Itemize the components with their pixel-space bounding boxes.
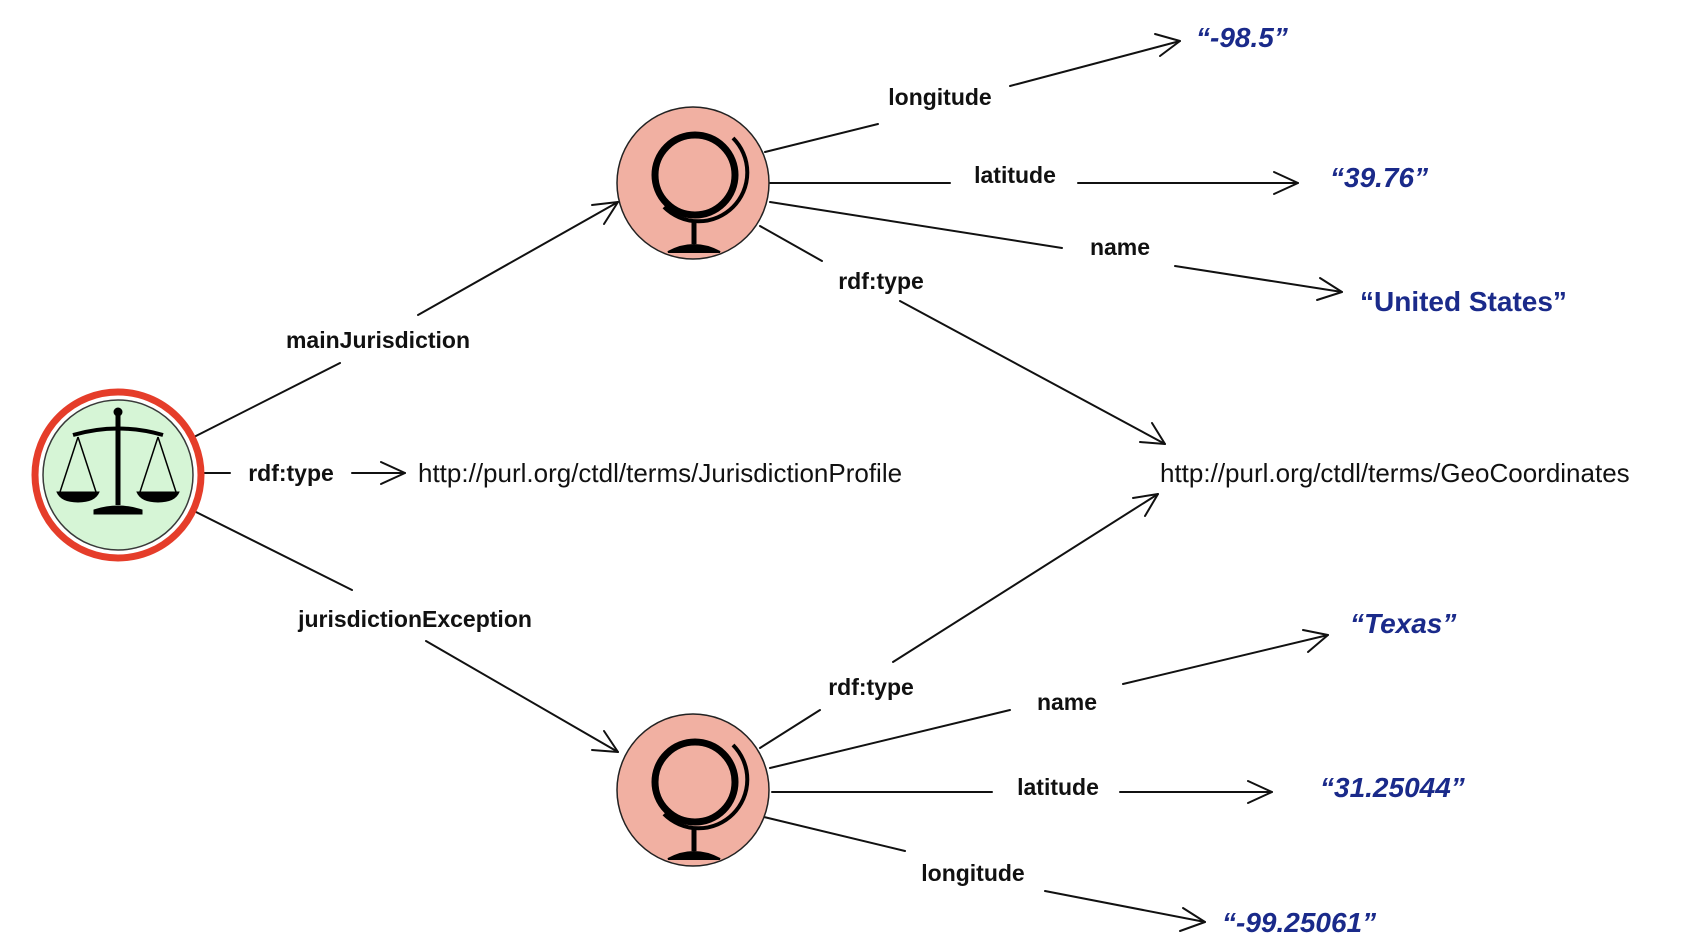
edge-exc-type: rdf:type bbox=[759, 493, 1159, 749]
edge-label-main-type: rdf:type bbox=[838, 268, 924, 294]
edge-label-exc-name: name bbox=[1037, 689, 1097, 715]
edge-main-type: rdf:type bbox=[759, 225, 1166, 445]
edge-label-main-name: name bbox=[1090, 234, 1150, 260]
node-main-geo-fill bbox=[616, 106, 770, 260]
node-jurisdiction-profile[interactable] bbox=[31, 388, 205, 562]
edge-main-longitude: longitude bbox=[764, 33, 1181, 153]
uri-geo-coordinates[interactable]: http://purl.org/ctdl/terms/GeoCoordinate… bbox=[1160, 458, 1630, 488]
literal-main-longitude: “-98.5” bbox=[1196, 22, 1288, 53]
literal-main-name: “United States” bbox=[1360, 286, 1567, 317]
literal-exc-longitude: “-99.25061” bbox=[1222, 907, 1376, 938]
edge-label-main-longitude: longitude bbox=[888, 84, 991, 110]
edge-profile-type: rdf:type bbox=[189, 460, 406, 486]
edge-exc-name: name bbox=[769, 629, 1329, 769]
edge-main-name: name bbox=[769, 201, 1343, 301]
node-exception-geo-fill bbox=[616, 713, 770, 867]
literal-exc-latitude: “31.25044” bbox=[1320, 772, 1465, 803]
edge-exc-longitude: longitude bbox=[763, 816, 1206, 932]
edge-label-jurisdiction-exception: jurisdictionException bbox=[297, 606, 532, 632]
uri-jurisdiction-profile[interactable]: http://purl.org/ctdl/terms/JurisdictionP… bbox=[418, 458, 902, 488]
literal-main-latitude: “39.76” bbox=[1330, 162, 1428, 193]
edge-jurisdiction-exception: jurisdictionException bbox=[187, 507, 619, 753]
edge-label-profile-type: rdf:type bbox=[248, 460, 334, 486]
globe-icon bbox=[651, 131, 750, 253]
edge-label-exc-latitude: latitude bbox=[1017, 774, 1099, 800]
edge-label-main-jurisdiction: mainJurisdiction bbox=[286, 327, 470, 353]
globe-icon bbox=[651, 738, 750, 860]
edge-label-exc-longitude: longitude bbox=[921, 860, 1024, 886]
scales-of-justice-icon bbox=[56, 407, 180, 515]
edge-exc-latitude: latitude bbox=[771, 774, 1273, 804]
edge-main-jurisdiction: mainJurisdiction bbox=[187, 201, 619, 441]
node-main-geo[interactable] bbox=[616, 106, 770, 260]
edge-label-main-latitude: latitude bbox=[974, 162, 1056, 188]
node-exception-geo[interactable] bbox=[616, 713, 770, 867]
edge-main-latitude: latitude bbox=[769, 162, 1299, 195]
edge-label-exc-type: rdf:type bbox=[828, 674, 914, 700]
literal-exc-name: “Texas” bbox=[1350, 608, 1456, 639]
